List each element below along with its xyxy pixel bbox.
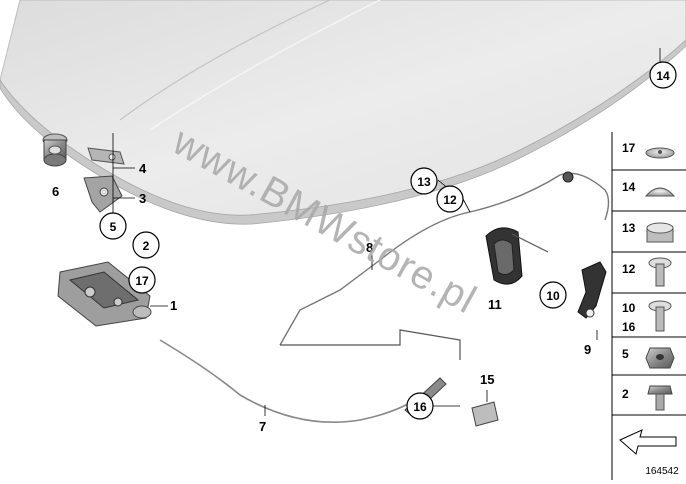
svg-text:5: 5	[110, 220, 117, 234]
legend-row-17: 17	[622, 141, 675, 159]
callout-11: 11	[488, 297, 502, 312]
callout-7: 7	[259, 419, 266, 434]
part-4-bracket	[87, 147, 125, 165]
svg-text:5: 5	[622, 347, 629, 361]
legend-row-14: 14	[622, 180, 676, 197]
legend-column: 17 14 13 12 10 16 5 2	[611, 132, 686, 480]
part-6-hood-buffer	[42, 133, 68, 167]
callout-13: 13	[410, 167, 438, 195]
callout-9: 9	[584, 342, 591, 357]
legend-row-13: 13	[622, 221, 674, 243]
svg-text:4: 4	[139, 161, 147, 176]
svg-text:2: 2	[622, 387, 629, 401]
svg-text:10: 10	[546, 289, 560, 303]
view-direction-arrow-icon	[619, 429, 677, 455]
legend-row-2: 2	[622, 385, 673, 411]
callout-1: 1	[170, 298, 177, 313]
svg-text:12: 12	[443, 193, 457, 207]
bowden-cable-7	[159, 339, 441, 423]
svg-text:14: 14	[622, 180, 636, 194]
svg-text:15: 15	[480, 372, 494, 387]
cable-end-grommet	[562, 171, 574, 183]
svg-text:12: 12	[622, 262, 636, 276]
svg-text:16: 16	[413, 400, 427, 414]
callout-2: 2	[132, 231, 160, 259]
callout-12: 12	[436, 185, 464, 213]
svg-text:16: 16	[622, 320, 636, 334]
bowden-cable-8	[279, 172, 610, 346]
svg-text:6: 6	[52, 184, 59, 199]
part-15-clip	[471, 401, 499, 427]
callout-10: 10	[539, 281, 567, 309]
callout-17: 17	[128, 266, 156, 294]
svg-text:11: 11	[488, 297, 502, 312]
callout-16: 16	[406, 392, 434, 420]
callout-8: 8	[366, 240, 373, 255]
svg-text:13: 13	[417, 175, 431, 189]
svg-text:14: 14	[656, 69, 670, 83]
legend-row-10-16: 10 16	[622, 300, 672, 334]
svg-text:17: 17	[135, 274, 149, 288]
callout-14: 14	[649, 61, 677, 89]
diagram-number: 164542	[645, 466, 679, 477]
legend-row-12: 12	[622, 257, 672, 287]
svg-text:9: 9	[584, 342, 591, 357]
svg-text:13: 13	[622, 221, 636, 235]
legend-row-5: 5	[622, 347, 675, 369]
callout-3: 3	[139, 191, 146, 206]
callout-4: 4	[139, 161, 147, 176]
svg-text:2: 2	[143, 239, 150, 253]
part-1-hood-lock	[57, 261, 152, 327]
svg-text:8: 8	[366, 240, 373, 255]
callout-5: 5	[99, 212, 127, 240]
part-3-bracket	[83, 175, 123, 213]
svg-text:3: 3	[139, 191, 146, 206]
callout-15: 15	[480, 372, 494, 387]
callout-6: 6	[52, 184, 59, 199]
part-11-release-handle	[485, 227, 549, 285]
svg-text:1: 1	[170, 298, 177, 313]
svg-text:10: 10	[622, 301, 636, 315]
svg-text:7: 7	[259, 419, 266, 434]
cable-guide-frame	[280, 329, 461, 360]
svg-text:17: 17	[622, 141, 636, 155]
part-9-handle-bracket	[577, 261, 607, 319]
